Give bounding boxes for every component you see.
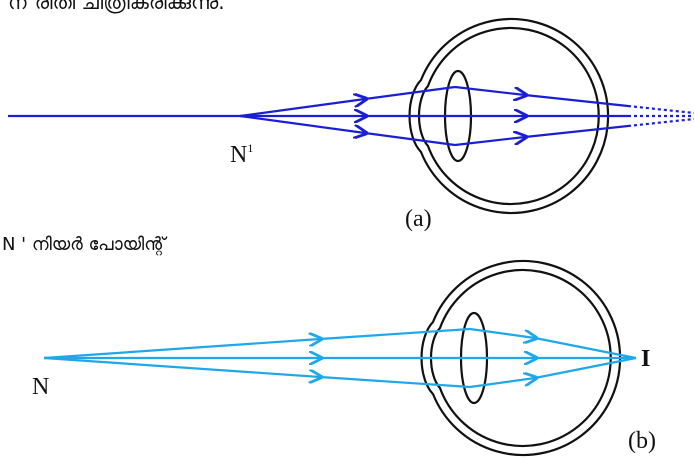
ray-b-top-2 xyxy=(320,329,470,339)
ray-a-extensions xyxy=(628,106,694,126)
ray-a-top-4 xyxy=(525,95,628,106)
ray-a-bottom-4 xyxy=(525,126,628,137)
ray-a-bottom-3 xyxy=(455,137,525,145)
ray-b-top-1 xyxy=(44,339,320,358)
ray-b-bottom-4 xyxy=(535,358,636,378)
near-point-label-b: N xyxy=(32,374,49,400)
ray-b-bottom-2 xyxy=(320,377,470,387)
near-point-label-a: N1 xyxy=(230,141,253,168)
near-point-caption: N ' നിയർ പോയിന്റ് xyxy=(2,234,165,255)
ray-b-top-3 xyxy=(470,329,535,338)
ray-a-bottom-1 xyxy=(240,116,365,133)
ray-a-top-3 xyxy=(455,87,525,95)
ray-a-bottom-2 xyxy=(365,133,455,145)
ray-b-bottom-3 xyxy=(470,378,535,387)
ray-a-top-1 xyxy=(240,99,365,116)
ray-b-bottom-1 xyxy=(44,358,320,377)
image-point-label: I xyxy=(641,346,650,372)
diagram-a: N1 (a) xyxy=(8,19,694,232)
panel-label-a: (a) xyxy=(405,206,432,232)
rays-b xyxy=(44,329,636,387)
diagram-b: N I (b) xyxy=(32,261,656,455)
rays-a xyxy=(8,87,694,145)
panel-label-b: (b) xyxy=(628,428,656,454)
ray-a-top-2 xyxy=(365,87,455,99)
ray-b-top-4 xyxy=(535,338,636,358)
